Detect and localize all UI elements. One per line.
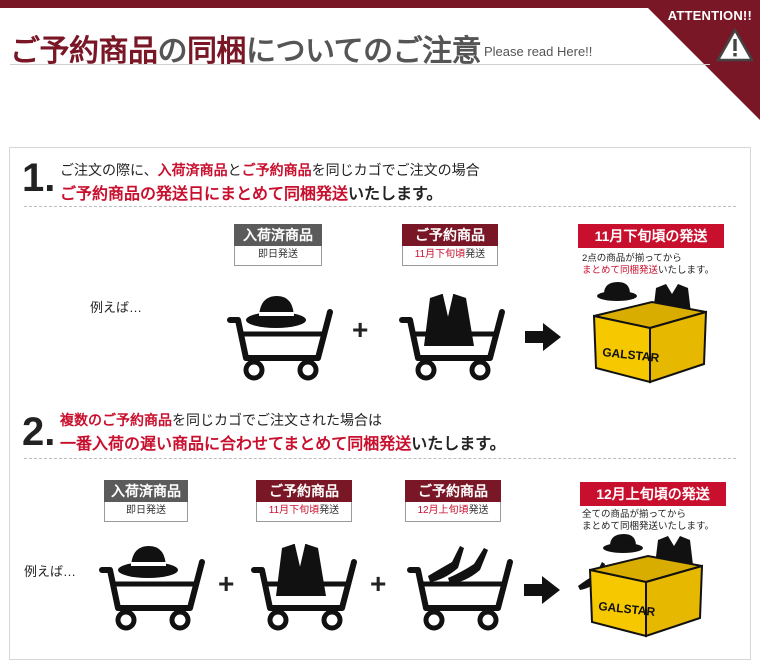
section2-line2: 一番入荷の遅い商品に合わせてまとめて同梱発送いたします。 [60,436,506,453]
s2-item2-sub: 11月下旬頃発送 [256,502,352,522]
galstar-box-icon: GALSTAR [578,534,704,638]
arrow-right-icon [525,323,561,351]
svg-text:GALSTAR: GALSTAR [602,345,661,365]
warning-triangle-icon [716,28,754,62]
plus-icon: + [352,314,369,345]
section1-divider [24,206,736,207]
s1-item2-label: ご予約商品 [402,224,498,246]
s1-result-label: 11月下旬頃の発送 [578,224,724,248]
section2-divider [24,458,736,459]
cart-hat-icon [227,296,333,381]
page-subtitle: Please read Here!! [484,44,593,59]
cart-heels-icon [407,546,513,631]
s1-example-label: 例えば… [90,300,143,315]
s1-item2-sub: 11月下旬頃発送 [402,246,498,266]
galstar-box-icon: GALSTAR [592,282,708,384]
s2-item1-sub: 即日発送 [104,502,188,522]
s2-item1-label: 入荷済商品 [104,480,188,502]
attention-corner [640,0,760,120]
s2-item3-label: ご予約商品 [405,480,501,502]
plus-icon: + [370,568,387,599]
cart-hat-icon [99,546,205,631]
s2-example-label: 例えば… [24,564,77,579]
arrow-right-icon [524,576,560,604]
section1-number: 1. [22,156,56,200]
svg-text:GALSTAR: GALSTAR [598,599,657,619]
s2-result-label: 12月上旬頃の発送 [580,482,726,506]
section2-number: 2. [22,410,56,454]
cart-jacket-icon [399,293,505,381]
section1-line2: ご予約商品の発送日にまとめて同梱発送いたします。 [60,186,443,203]
section2-line1: 複数のご予約商品を同じカゴでご注文された場合は [60,412,382,428]
plus-icon: + [218,568,235,599]
page-title: ご予約商品の同梱についてのご注意 [10,35,482,68]
attention-badge: ATTENTION!! [667,8,752,23]
s2-result-note: 全ての商品が揃ってから まとめて同梱発送いたします。 [582,509,715,532]
s2-item2-label: ご予約商品 [256,480,352,502]
header-divider [10,64,710,65]
s1-item1-sub: 即日発送 [234,246,322,266]
top-bar [0,0,760,8]
s2-item3-sub: 12月上旬頃発送 [405,502,501,522]
section1-line1: ご注文の際に、入荷済商品とご予約商品を同じカゴでご注文の場合 [60,162,480,178]
s1-result-note: 2点の商品が揃ってから まとめて同梱発送いたします。 [582,253,715,276]
s1-item1-label: 入荷済商品 [234,224,322,246]
cart-jacket-icon [251,543,357,631]
